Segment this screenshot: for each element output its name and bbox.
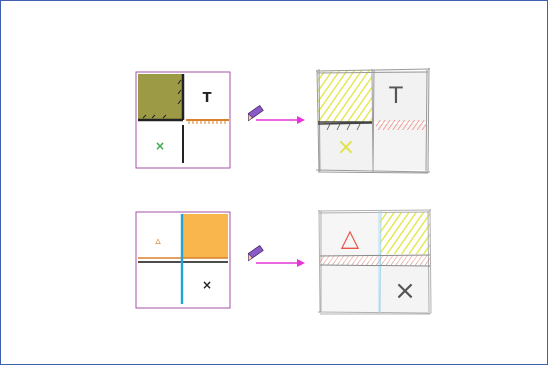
sketch-glyph-x: × xyxy=(337,135,355,160)
sketch-glyph-t: T xyxy=(388,84,403,109)
glyph-x-green: × xyxy=(155,139,165,153)
arrow-right-icon xyxy=(256,116,305,124)
sketch-cell-bl xyxy=(320,266,378,312)
row-1-source-panel: T × xyxy=(136,72,230,168)
sketch-cell-br xyxy=(373,124,428,171)
row-2-sketch-panel: △ × xyxy=(318,209,431,314)
sketch-gray-band xyxy=(320,262,430,266)
pencil-icon xyxy=(245,246,263,261)
olive-block xyxy=(138,74,182,120)
glyph-x-black: × xyxy=(202,278,212,292)
glyph-triangle: ▵ xyxy=(155,234,161,247)
pencil-icon xyxy=(245,106,263,121)
arrow-right-icon xyxy=(256,259,305,267)
sketch-glyph-triangle: △ xyxy=(341,224,360,252)
sketch-yellow-block xyxy=(318,70,372,124)
row-1-sketch-panel: T × xyxy=(316,68,430,173)
sketch-red-ruler xyxy=(376,120,426,130)
sketch-glyph-x: × xyxy=(394,276,416,306)
row-2-source-panel: ▵ × xyxy=(136,212,230,308)
glyph-t: T xyxy=(203,91,212,106)
sketch-yellow-block xyxy=(380,212,430,254)
orange-block xyxy=(182,214,228,258)
